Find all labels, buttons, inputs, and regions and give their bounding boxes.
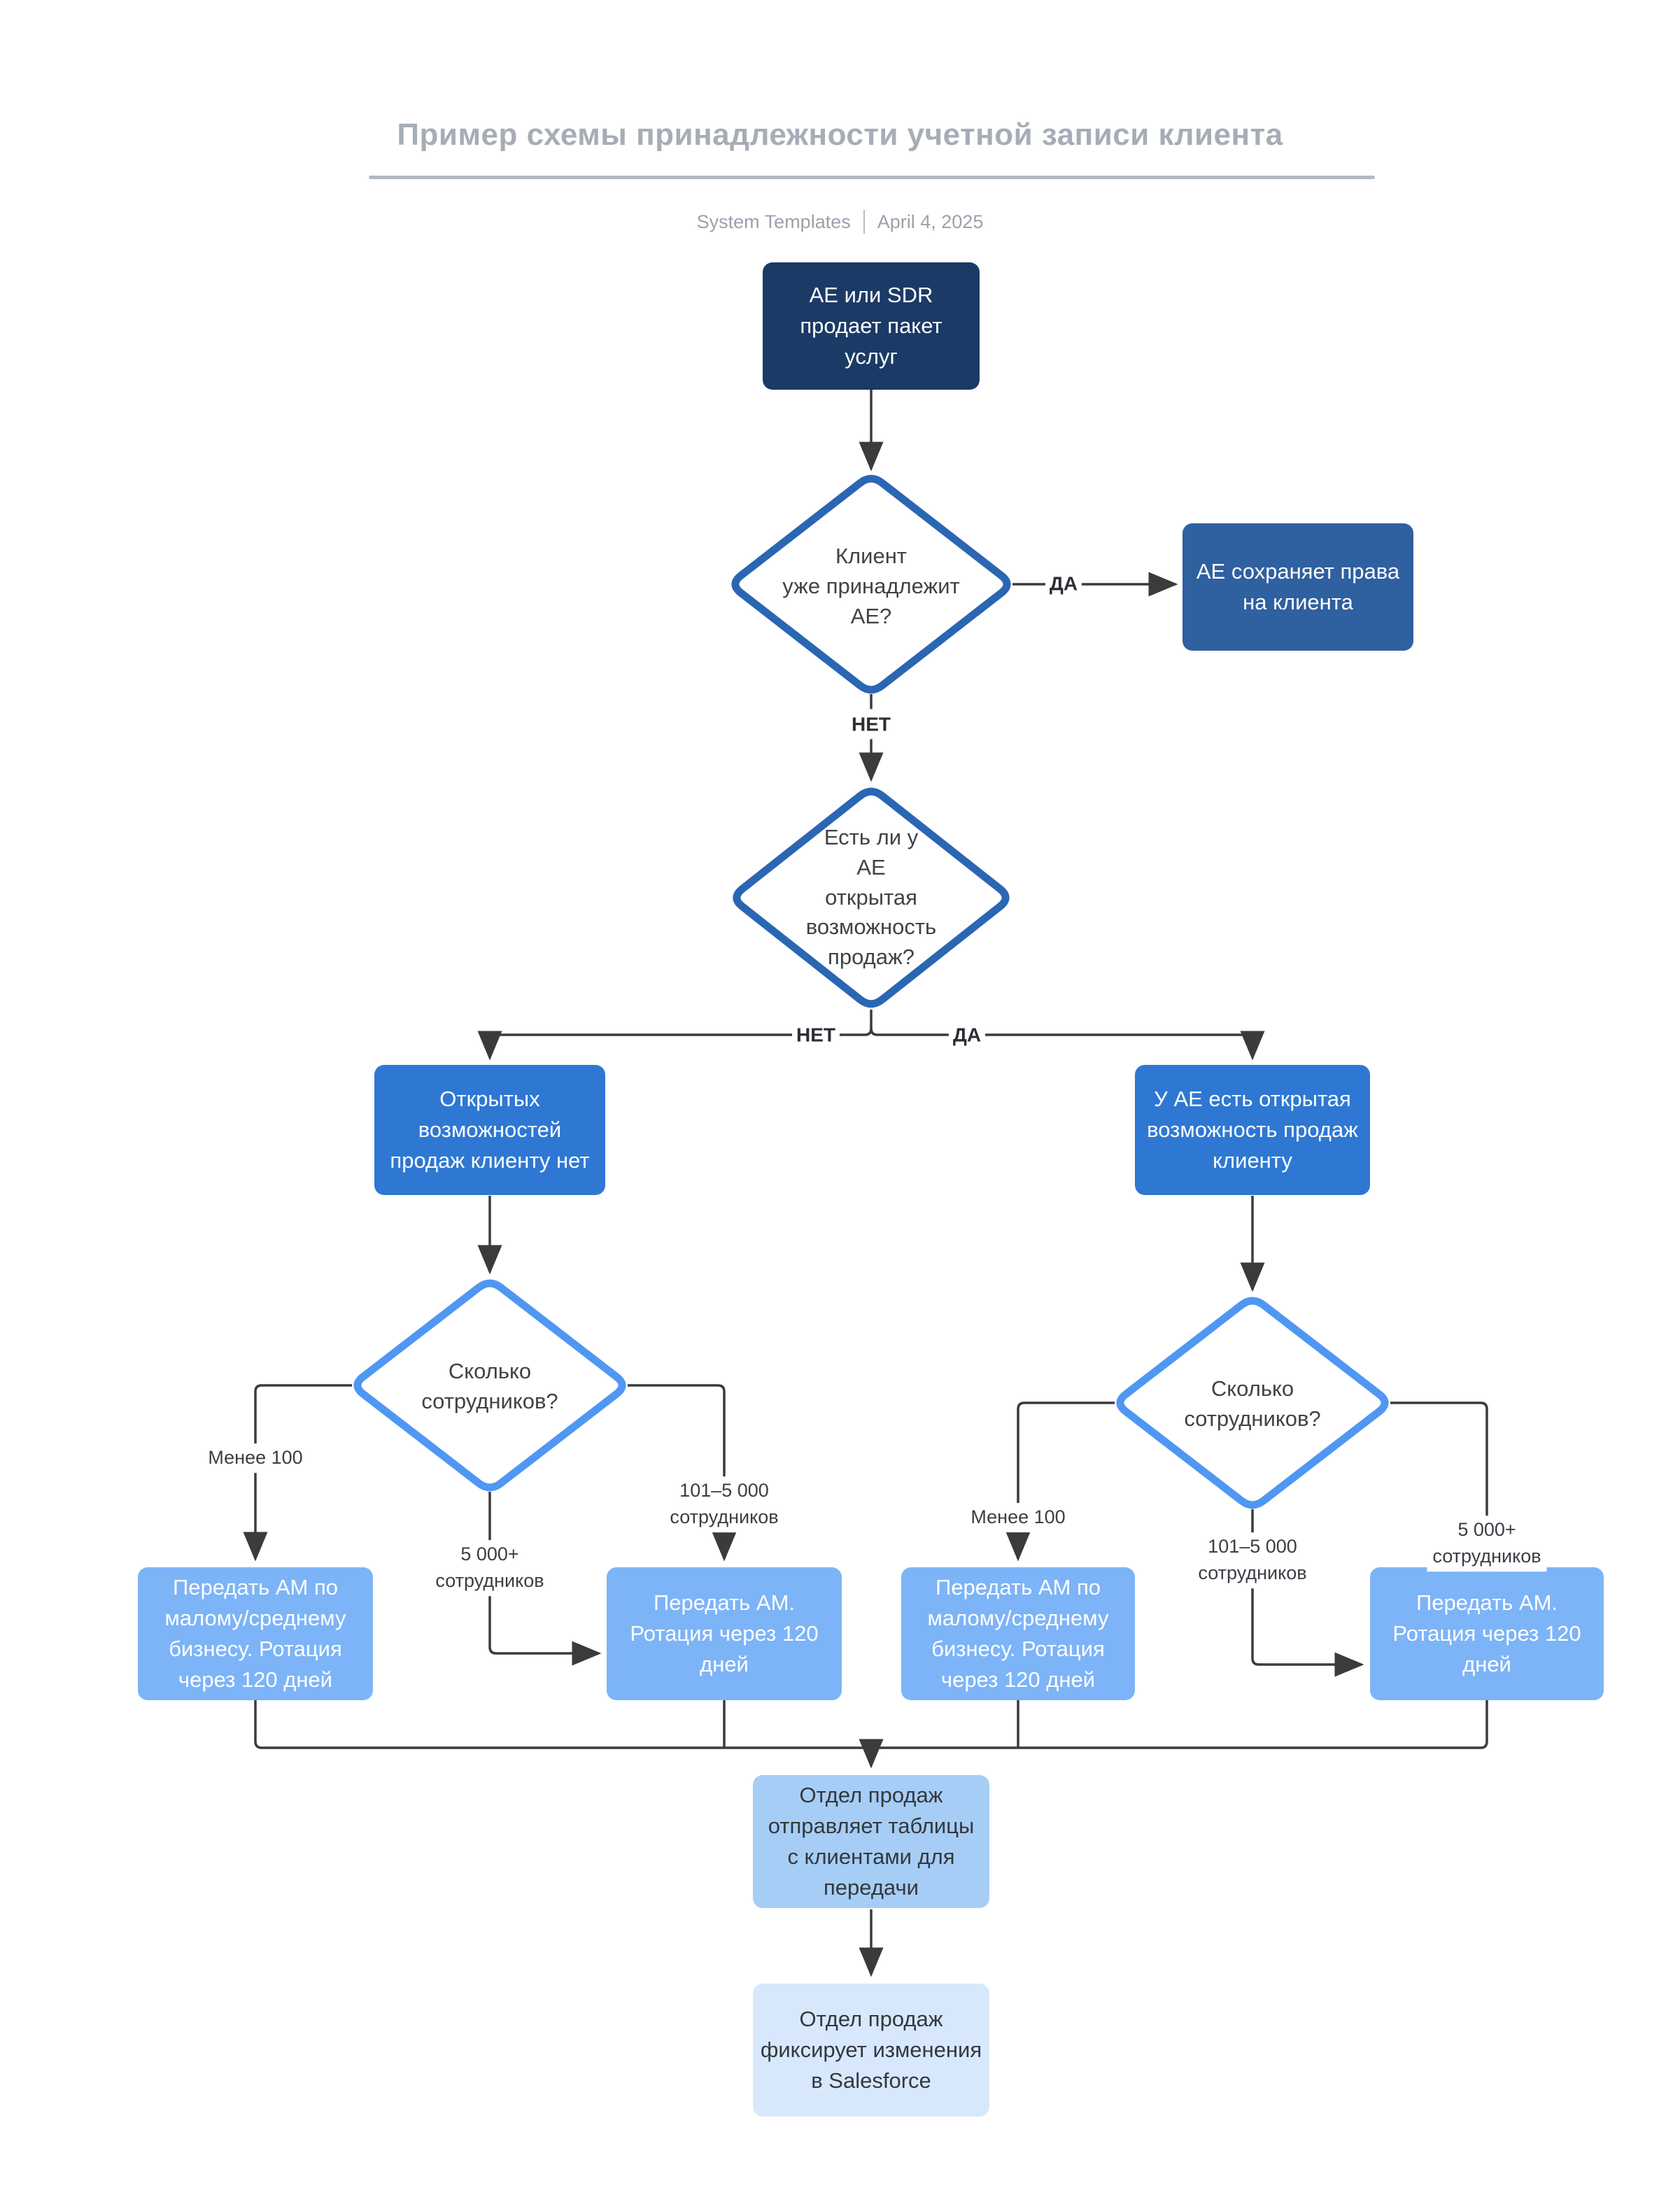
decision-client-owned-shape (731, 474, 1011, 694)
decision-employees-right-label: Сколько сотрудников? (1184, 1376, 1321, 1431)
subtitle: System Templates April 4, 2025 (0, 210, 1680, 234)
edge-label-right-101-5000: 101–5 000 сотрудников (1192, 1532, 1313, 1588)
edge-left-5000plus (488, 1492, 602, 1666)
start-node: AE или SDR продает пакет услуг (763, 262, 980, 390)
subtitle-divider (863, 210, 865, 234)
decision-open-opportunity-shape (733, 787, 1010, 1008)
no-open-opp-node: Открытых возможностей продаж клиенту нет (374, 1065, 605, 1195)
edge-label-left-101-5000: 101–5 000 сотрудников (664, 1476, 784, 1532)
am-handoff-left-node: Передать AM. Ротация через 120 дней (607, 1567, 842, 1700)
edge-opp-yes-branch (870, 1028, 1265, 1061)
smb-handoff-left-node: Передать AM по малому/среднему бизнесу. … (138, 1567, 373, 1700)
am-handoff-right-node: Передать AM. Ротация через 120 дней (1370, 1567, 1604, 1700)
edge-label-opp-yes: ДА (948, 1019, 986, 1050)
edge-right-101-5000 (1251, 1509, 1364, 1677)
decision-employees-left-label: Сколько сотрудников? (421, 1359, 558, 1413)
smb-handoff-right-node: Передать AM по малому/среднему бизнесу. … (901, 1567, 1135, 1700)
decision-employees-left-shape (353, 1279, 626, 1492)
edge-converge-outer (254, 1700, 1488, 1749)
edge-opp-no-branch (477, 1028, 873, 1061)
edge-label-owned-yes: ДА (1045, 568, 1082, 599)
edge-label-left-5000plus: 5 000+ сотрудников (430, 1540, 550, 1596)
edge-left-101-5000 (628, 1384, 737, 1562)
edge-right-5000plus (1390, 1401, 1499, 1562)
send-tables-node: Отдел продаж отправляет таблицы с клиент… (753, 1775, 989, 1908)
edge-left-lt100 (243, 1384, 352, 1562)
decision-employees-right-shape (1116, 1297, 1389, 1509)
decision-open-opportunity-label: Есть ли у AE открытая возможность продаж… (805, 825, 937, 970)
page-title: Пример схемы принадлежности учетной запи… (397, 118, 1283, 152)
subtitle-source: System Templates (696, 211, 851, 232)
edge-label-right-lt100: Менее 100 (965, 1503, 1071, 1532)
edge-label-opp-no: НЕТ (792, 1019, 840, 1050)
edge-right-lt100 (1005, 1401, 1115, 1562)
subtitle-date: April 4, 2025 (877, 211, 984, 232)
edge-label-left-lt100: Менее 100 (202, 1443, 309, 1473)
edge-label-owned-no: НЕТ (847, 709, 895, 740)
record-salesforce-node: Отдел продаж фиксирует изменения в Sales… (753, 1984, 989, 2117)
title-underline (369, 176, 1375, 179)
has-open-opp-node: У AE есть открытая возможность продаж кл… (1135, 1065, 1370, 1195)
keep-rights-node: AE сохраняет права на клиента (1183, 523, 1413, 651)
edge-label-right-5000plus: 5 000+ сотрудников (1427, 1516, 1547, 1571)
decision-client-owned-label: Клиент уже принадлежит AE? (782, 543, 960, 628)
